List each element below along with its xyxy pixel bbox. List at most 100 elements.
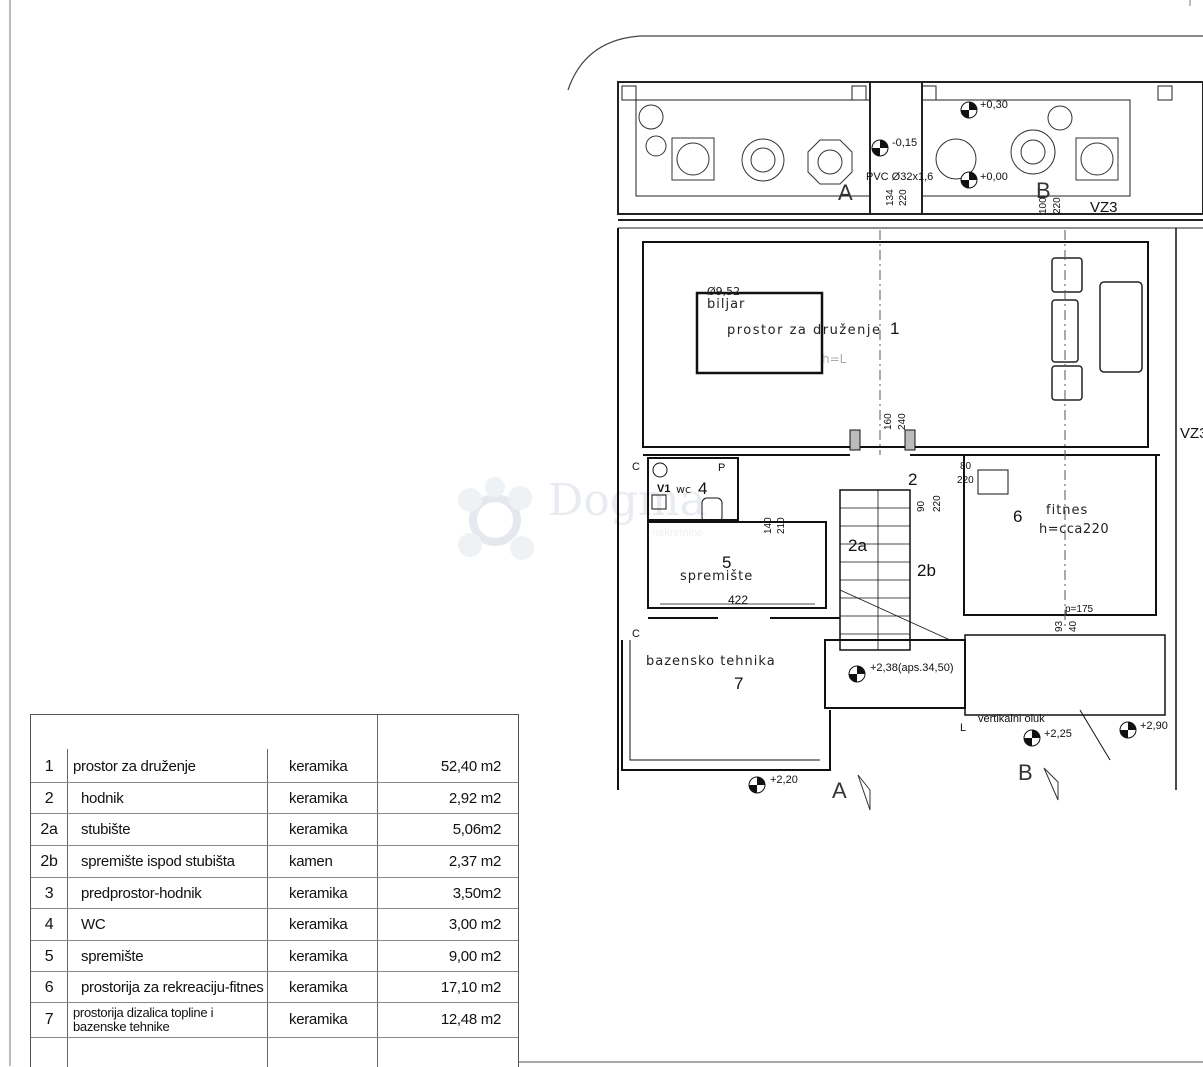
- watermark-subtext: nekretnine: [652, 527, 703, 539]
- vertical-drain-label: vertikalni oluk: [978, 713, 1045, 725]
- room-area: 9,00 m2: [448, 948, 501, 965]
- room-4-number: 4: [698, 479, 707, 498]
- dim-label: 220: [932, 495, 943, 512]
- room-name: stubište: [81, 821, 131, 838]
- billiard-table: [695, 291, 824, 375]
- dim-label: 210: [776, 517, 787, 534]
- room-name: prostorija za rekreaciju-fitnes: [81, 979, 264, 996]
- room-5-name: spremište: [680, 569, 753, 584]
- room-number: 3: [44, 884, 54, 902]
- room-material: keramika: [289, 948, 348, 965]
- dim-label: 240: [897, 413, 908, 430]
- room-material: keramika: [289, 979, 348, 996]
- room-area: 2,92 m2: [448, 790, 501, 807]
- table-row: 4 WC keramika 3,00 m2: [31, 909, 518, 940]
- room-number: 4: [44, 915, 54, 933]
- c-mark: C: [632, 628, 640, 640]
- room-1-name: prostor za druženje: [727, 323, 882, 338]
- room-4-name: wc: [676, 483, 691, 496]
- room-2-number: 2: [908, 470, 917, 489]
- room-number: 7: [44, 1010, 54, 1028]
- room-name: prostorija dizalica topline i bazenske t…: [73, 1004, 263, 1035]
- billiard-note: h=L: [822, 352, 847, 366]
- level-label: +2,38(aps.34,50): [870, 662, 953, 674]
- level-label: +0,30: [980, 99, 1008, 111]
- room-6-name: fitnes: [1046, 503, 1088, 518]
- room-6-height: h=cca220: [1039, 522, 1109, 537]
- section-a-bottom: A: [832, 778, 847, 803]
- dim-label: p=175: [1065, 604, 1094, 615]
- room-7-number: 7: [734, 674, 743, 693]
- watermark-text: Dogma: [548, 475, 706, 526]
- section-arrow-b: [1043, 767, 1059, 801]
- room-area: 2,37 m2: [448, 853, 501, 870]
- planter-plants: [638, 104, 1119, 185]
- dim-label: 100: [1038, 197, 1049, 214]
- room-material: keramika: [289, 821, 348, 838]
- dim-label: 80: [960, 461, 972, 472]
- room-material: keramika: [289, 885, 348, 902]
- room-1-number: 1: [890, 319, 899, 338]
- room-name: hodnik: [81, 790, 124, 807]
- room-number: 2a: [40, 820, 58, 838]
- room-material: keramika: [289, 790, 348, 807]
- room-5-number: 5: [722, 553, 731, 572]
- dim-label: 40: [1068, 620, 1079, 632]
- section-arrow-a: [857, 774, 871, 811]
- dim-label: 160: [883, 413, 894, 430]
- room-number: 5: [44, 947, 54, 965]
- room-name: spremište ispod stubišta: [81, 853, 235, 870]
- room-material: keramika: [289, 758, 348, 775]
- room-5-dim: 422: [728, 593, 748, 607]
- level-label: +2,25: [1044, 728, 1072, 740]
- section-a-top: A: [838, 180, 853, 205]
- room-number: 2: [44, 789, 54, 807]
- level-label: +0,00: [980, 171, 1008, 183]
- room-name-line: bazenske tehnike: [73, 1018, 170, 1034]
- table-row: 2b spremište ispod stubišta kamen 2,37 m…: [31, 846, 518, 877]
- room-2a-number: 2a: [848, 536, 867, 555]
- room-area: 12,48 m2: [440, 1011, 501, 1028]
- dim-label: 90: [916, 500, 927, 512]
- section-b-top: B: [1036, 178, 1051, 203]
- room-area: 5,06m2: [452, 821, 502, 838]
- vz3-label: VZ3: [1090, 199, 1118, 216]
- billiard-dim: Ø9,52: [707, 285, 740, 298]
- room-material: keramika: [289, 916, 348, 933]
- dim-label: 93: [1054, 620, 1065, 632]
- dim-label: 134: [885, 189, 896, 206]
- room-schedule-table: 1 prostor za druženje keramika 52,40 m2 …: [30, 714, 519, 1067]
- watermark-logo: Dogma nekretnine: [458, 475, 706, 560]
- sofa-set: [1051, 257, 1143, 401]
- dim-label: 140: [763, 517, 774, 534]
- table-row: 2a stubište keramika 5,06m2: [31, 814, 518, 845]
- table-row: 6 prostorija za rekreaciju-fitnes kerami…: [31, 972, 518, 1003]
- room-name-line: prostorija dizalica topline i: [73, 1004, 214, 1020]
- table-row: 7 prostorija dizalica topline i bazenske…: [31, 1004, 518, 1035]
- p-mark: P: [718, 462, 725, 474]
- level-label: +2,20: [770, 774, 798, 786]
- room-name: spremište: [81, 948, 144, 965]
- room-name: predprostor-hodnik: [81, 885, 202, 902]
- billiard-label: biljar: [707, 297, 745, 312]
- table-row: 1 prostor za druženje keramika 52,40 m2: [31, 751, 518, 782]
- l-mark: L: [960, 722, 966, 734]
- level-label: -0,15: [892, 137, 917, 149]
- room-2b-number: 2b: [917, 561, 936, 580]
- room-number: 2b: [40, 852, 58, 870]
- room-area: 3,00 m2: [448, 916, 501, 933]
- vz3-side-label: VZ3: [1180, 425, 1203, 442]
- section-b-bottom: B: [1018, 760, 1033, 785]
- room-area: 52,40 m2: [440, 758, 501, 775]
- terrace-arc: [567, 35, 1203, 91]
- room-6-number: 6: [1013, 507, 1022, 526]
- room-name: WC: [81, 916, 106, 933]
- table-row: 2 hodnik keramika 2,92 m2: [31, 783, 518, 814]
- table-row: 3 predprostor-hodnik keramika 3,50m2: [31, 878, 518, 909]
- dim-label: 220: [898, 189, 909, 206]
- v1-label: V1: [657, 483, 670, 495]
- room-area: 3,50m2: [452, 885, 502, 902]
- terrace: [617, 81, 1203, 229]
- dim-label: 220: [957, 475, 974, 486]
